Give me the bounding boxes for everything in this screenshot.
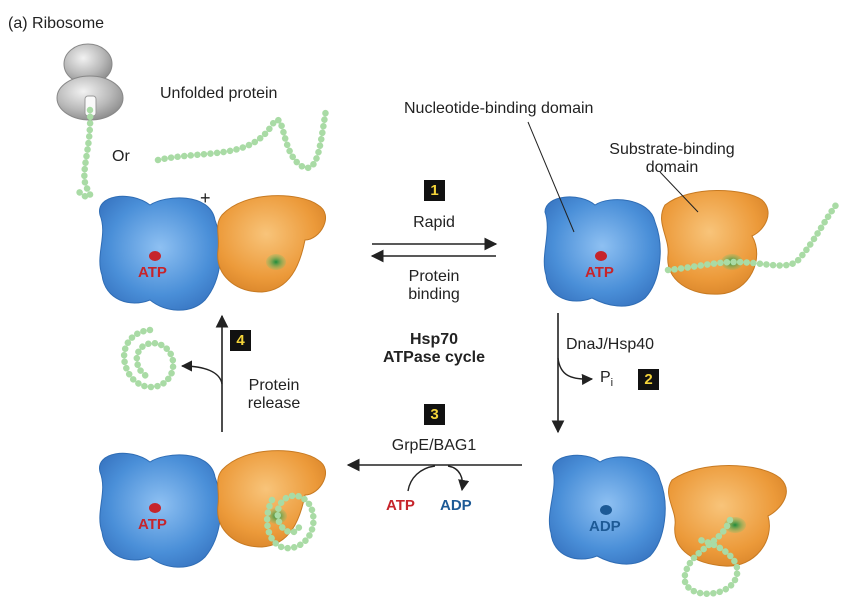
cycle-title: Hsp70 ATPase cycle — [364, 331, 504, 368]
panel-label: (a) Ribosome — [8, 15, 104, 33]
cycle-title-line1: Hsp70 — [409, 331, 459, 348]
hsp70-top-right — [543, 190, 840, 307]
hsp70-bottom-right — [548, 454, 787, 597]
nucleotide-binding-domain-label: Nucleotide-binding domain — [404, 100, 594, 117]
step1-rapid-label: Rapid — [413, 214, 455, 231]
step3-atp-in-label: ATP — [386, 497, 415, 514]
step4-up-arrow — [180, 314, 229, 432]
protein-binding-line1: Protein — [408, 268, 460, 285]
unfolded-chain-from-ribosome — [74, 106, 94, 200]
ribosome-label: Ribosome — [32, 15, 105, 32]
step3-left-arrow — [346, 458, 522, 492]
or-label: Or — [112, 148, 130, 165]
sbd-leader-line — [659, 171, 699, 213]
sbd-label-line2: domain — [645, 159, 699, 177]
cycle-title-line2: ATPase cycle — [383, 349, 485, 367]
step2-pi-label: Pi — [600, 369, 613, 390]
step4-protein-release-label: Protein release — [229, 377, 319, 414]
top-left-atp-label: ATP — [138, 264, 167, 281]
step2-down-arrow — [551, 313, 594, 434]
nbd-leader-line — [527, 121, 575, 233]
sbd-label-line1: Substrate-binding — [609, 141, 735, 158]
unfolded-protein-chain — [154, 106, 330, 171]
step3-grpe-label: GrpE/BAG1 — [391, 437, 477, 454]
step1-protein-binding-label: Protein binding — [384, 268, 484, 305]
step1-badge: 1 — [424, 180, 445, 201]
ribosome-shape — [56, 43, 124, 121]
bottom-right-adp-label: ADP — [589, 518, 621, 535]
step3-adp-out-label: ADP — [440, 497, 472, 514]
protein-release-line2: release — [247, 395, 301, 413]
hsp70-top-left — [99, 195, 326, 311]
unfolded-protein-label: Unfolded protein — [160, 85, 278, 102]
step2-badge: 2 — [638, 369, 659, 390]
bottom-left-atp-label: ATP — [138, 516, 167, 533]
plus-sign: + — [200, 188, 211, 208]
step4-badge: 4 — [230, 330, 251, 351]
released-folded-protein — [120, 326, 177, 391]
protein-binding-line2: binding — [408, 286, 460, 304]
top-right-atp-label: ATP — [585, 264, 614, 281]
pi-subscript: i — [610, 377, 614, 390]
protein-release-line1: Protein — [248, 377, 300, 394]
step2-dnaj-label: DnaJ/Hsp40 — [566, 336, 655, 353]
panel-letter: (a) — [8, 15, 28, 32]
hsp70-bottom-left — [99, 450, 326, 568]
substrate-binding-domain-label: Substrate-binding domain — [582, 141, 762, 178]
pi-text: P — [600, 369, 611, 386]
step3-badge: 3 — [424, 404, 445, 425]
